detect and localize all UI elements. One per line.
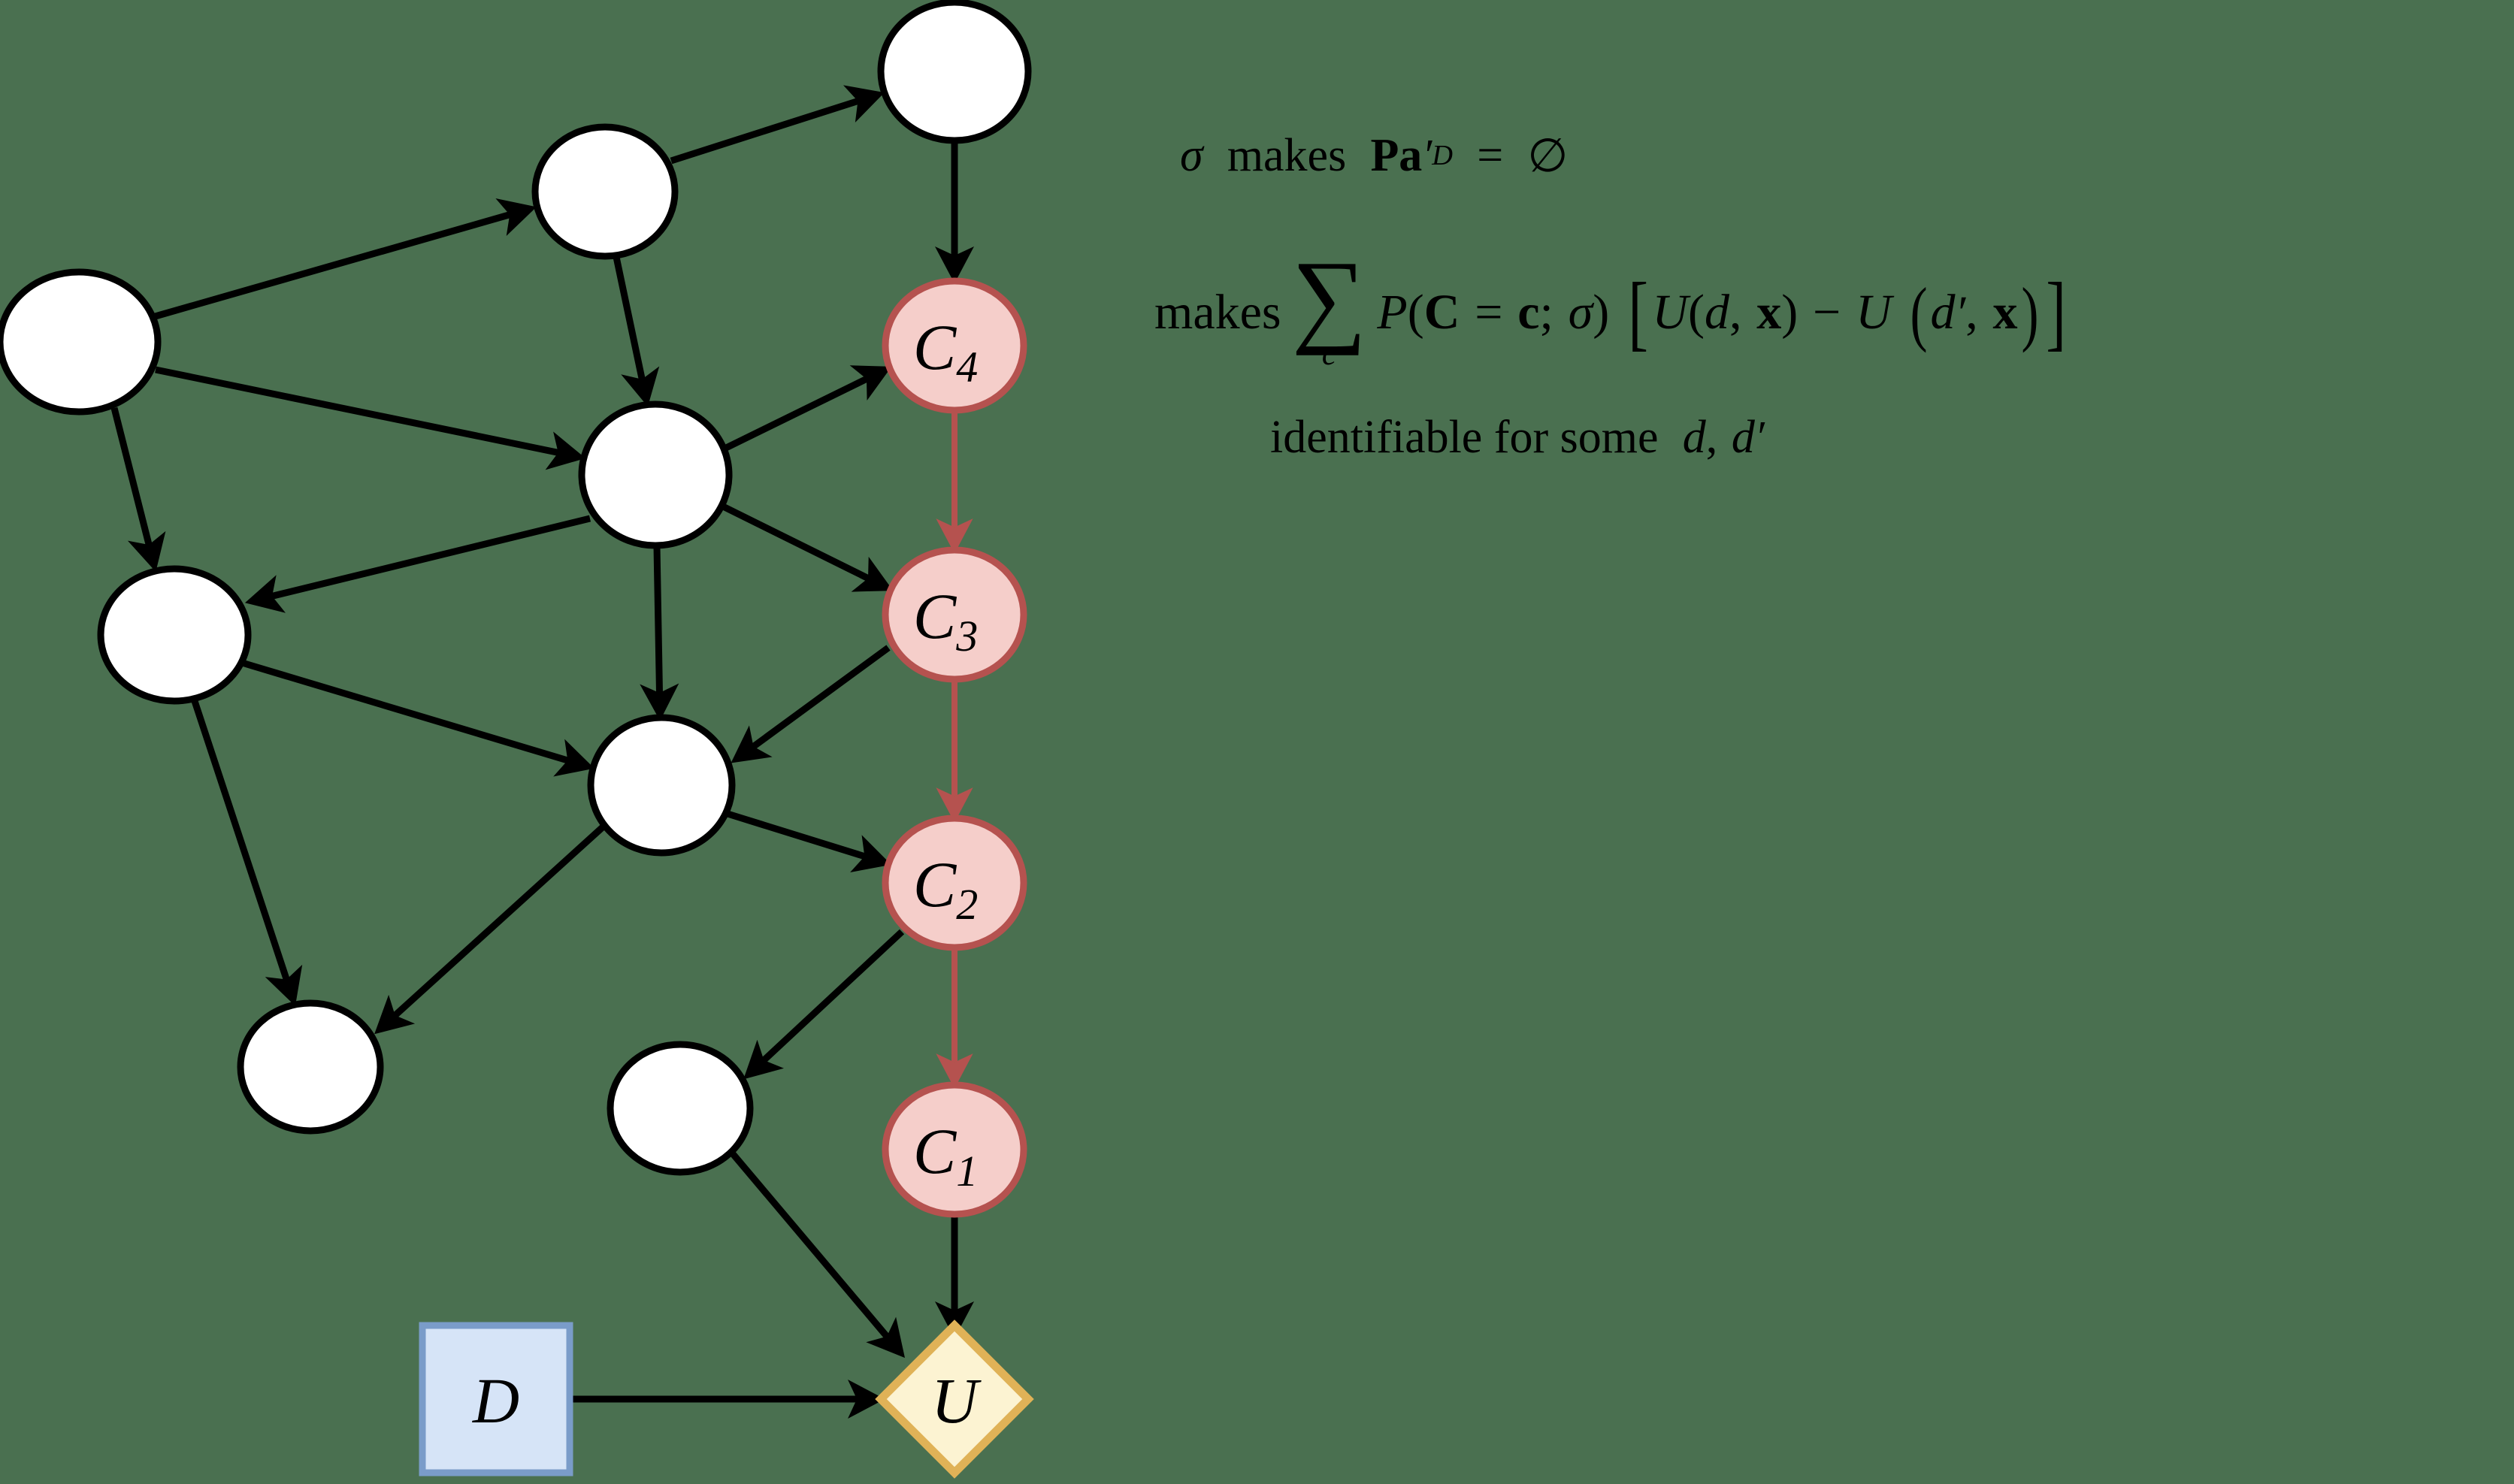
close-paren-3: )	[2021, 272, 2039, 353]
node-x3[interactable]	[0, 268, 162, 416]
pa-bold: Pa	[1370, 129, 1423, 181]
edge-x2-to-x4	[613, 256, 660, 407]
decision-d-prime: d	[1930, 285, 1956, 340]
formula-line-3: identifiable for some d,d′	[1270, 411, 2503, 464]
edge-x3-to-x4	[155, 366, 586, 470]
node-d-decision[interactable]: D	[419, 1322, 573, 1476]
makes-word-1: makes	[1227, 129, 1347, 181]
close-bracket: ]	[2045, 265, 2066, 359]
svg-text:C4: C4	[913, 311, 978, 391]
node-c3-sub: 3	[955, 612, 978, 660]
edge-x6-to-c2	[726, 810, 891, 872]
close-paren-2: )	[1781, 285, 1799, 340]
edge-x4-to-c4	[722, 365, 892, 453]
comma-1: ,	[1729, 285, 1742, 340]
pa-subscript-d: D	[1432, 140, 1453, 171]
equals-sign-1: =	[1477, 129, 1504, 181]
node-x1[interactable]	[877, 0, 1032, 144]
node-d-label: D	[472, 1365, 519, 1437]
edge-x4-to-x5	[244, 515, 591, 613]
svg-text:C2: C2	[913, 848, 978, 929]
edge-x6-to-x7	[374, 822, 608, 1035]
some-d-prime-mark: ′	[1754, 413, 1765, 462]
sum-subscript-c: c	[1321, 334, 1337, 372]
open-paren-2: (	[1687, 285, 1705, 340]
edge-x8-to-u	[728, 1149, 905, 1359]
edge-x5-to-x7	[190, 697, 303, 1006]
bold-x-1: x	[1756, 285, 1782, 340]
node-x6[interactable]	[587, 714, 736, 857]
edge-c2-to-x8	[743, 929, 905, 1080]
probability-p: P	[1377, 285, 1408, 340]
edge-x3-to-x5	[110, 407, 166, 573]
node-u-utility[interactable]: U	[875, 1319, 1034, 1479]
bold-x-2: x	[1992, 285, 2018, 340]
edge-x4-to-x6	[640, 546, 679, 721]
sigma-symbol-2: σ	[1568, 285, 1593, 340]
node-c4[interactable]: C4	[882, 277, 1027, 414]
comma-3: ,	[1705, 411, 1718, 463]
d-prime-mark: ′	[1955, 286, 1966, 339]
edge-x4-to-c3	[720, 502, 894, 592]
node-c1[interactable]: C1	[882, 1081, 1027, 1218]
node-layer: C4 C3 C2 C1 D U	[0, 0, 1034, 1479]
causal-influence-diagram: C4 C3 C2 C1 D U	[0, 0, 1034, 1479]
makes-word-2: makes	[1154, 285, 1281, 340]
edge-x5-to-x6	[241, 659, 594, 777]
svg-text:C3: C3	[913, 580, 978, 660]
edge-x3-to-x2	[151, 198, 537, 321]
utility-U-2: U	[1856, 285, 1892, 340]
emptyset-symbol: ∅	[1527, 131, 1569, 182]
node-x7[interactable]	[237, 999, 384, 1135]
edge-c3-to-x6	[731, 645, 891, 763]
minus-sign: −	[1813, 285, 1841, 340]
summation-operator: ∑ c	[1291, 240, 1367, 372]
node-c4-label: C	[913, 311, 957, 383]
bold-C: C	[1423, 285, 1460, 340]
utility-U-1: U	[1652, 285, 1688, 340]
formula-line-1: σ makes Pa′D = ∅	[1180, 128, 2503, 183]
node-c2-label: C	[913, 848, 957, 920]
semicolon-1: ;	[1539, 285, 1553, 340]
node-c3[interactable]: C3	[882, 546, 1027, 683]
some-d: d	[1682, 411, 1706, 463]
node-c2-sub: 2	[956, 880, 978, 929]
edge-x2-to-x1	[670, 85, 885, 165]
edge-layer	[110, 85, 975, 1419]
open-bracket: [	[1628, 265, 1649, 359]
comma-2: ,	[1965, 285, 1978, 340]
open-paren-1: (	[1407, 285, 1424, 340]
node-c1-sub: 1	[956, 1147, 978, 1195]
some-d-prime: d	[1731, 411, 1755, 463]
equals-sign-2: =	[1475, 285, 1503, 340]
sigma-symbol: σ	[1180, 129, 1203, 181]
open-paren-3: (	[1910, 272, 1928, 353]
node-c4-sub: 4	[956, 343, 978, 391]
formula-line-2: makes ∑ c P(C = c;σ) [ U(d,x) − U(d′,x) …	[1154, 240, 2503, 372]
close-paren-1: )	[1593, 285, 1610, 340]
formula-panel: σ makes Pa′D = ∅ makes ∑ c P(C = c;σ) [ …	[1150, 128, 2503, 464]
sum-sigma-glyph: ∑	[1291, 240, 1367, 356]
bold-c-lower: c	[1517, 285, 1540, 340]
node-c1-label: C	[913, 1115, 957, 1187]
node-u-label: U	[931, 1365, 982, 1437]
node-x2[interactable]	[531, 123, 679, 260]
identifiable-text: identifiable for some	[1270, 411, 1659, 463]
node-x8[interactable]	[607, 1041, 754, 1176]
node-x5[interactable]	[97, 565, 252, 705]
node-c2[interactable]: C2	[882, 815, 1027, 951]
svg-text:C1: C1	[913, 1115, 978, 1195]
decision-d: d	[1704, 285, 1729, 340]
node-x4[interactable]	[578, 400, 733, 549]
pa-prime: ′	[1422, 131, 1432, 180]
node-c3-label: C	[913, 580, 957, 652]
